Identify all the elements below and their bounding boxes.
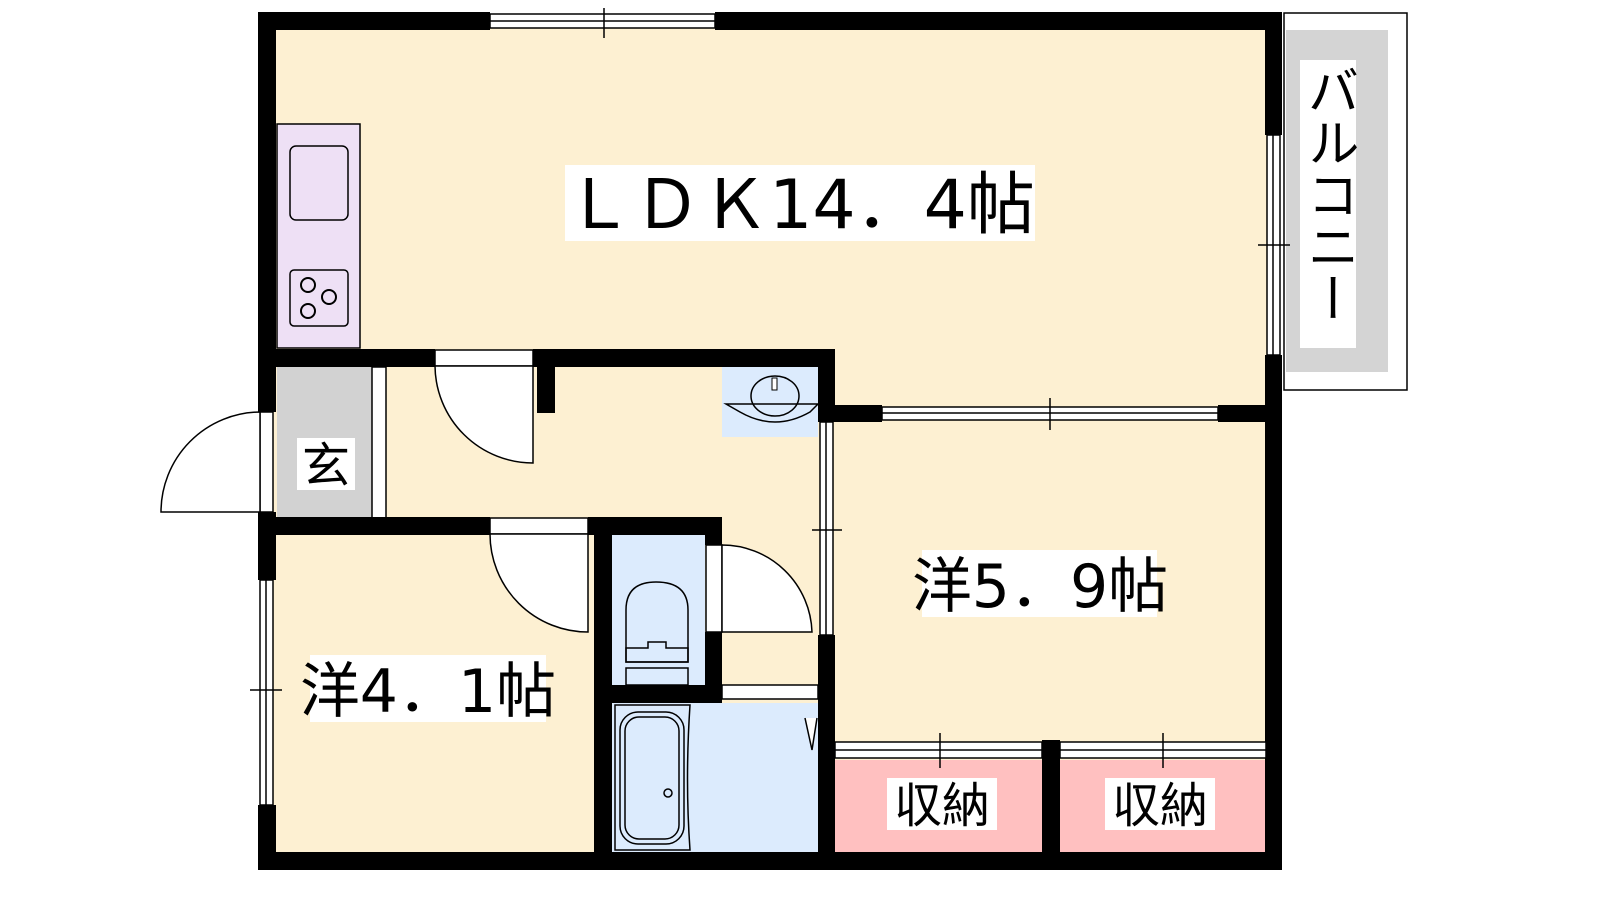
western-small-label: 洋4．1帖 <box>300 655 556 727</box>
room-label-storage-left: 収納 <box>894 778 990 834</box>
window-ldk-top <box>489 8 716 38</box>
room-label-western-large: 洋5．9帖 <box>912 552 1168 622</box>
door-small-bedroom <box>489 517 589 633</box>
stove-sink <box>289 145 349 221</box>
entrance-step <box>371 366 387 519</box>
sliding-door-storage-right <box>1059 733 1267 768</box>
door-ldk <box>434 349 534 464</box>
window-small-bedroom <box>250 579 282 806</box>
ldk-label: ＬＤＫ14．4帖 <box>565 165 1035 245</box>
door-toilet <box>705 544 813 633</box>
room-label-ldk: ＬＤＫ14．4帖 <box>565 166 1035 245</box>
bath-folding-door <box>804 717 818 751</box>
bathroom-floor <box>612 703 818 852</box>
bath-door-rail <box>721 684 819 700</box>
room-label-balcony: バルコニー <box>1298 64 1358 324</box>
washbasin-area <box>722 367 818 437</box>
entrance-label: 玄 <box>297 438 355 494</box>
window-balcony <box>1258 134 1290 356</box>
room-label-storage-right: 収納 <box>1112 778 1208 834</box>
room-label-western-small: 洋4．1帖 <box>300 657 556 727</box>
door-entrance <box>160 411 274 513</box>
kitchen-counter <box>276 123 361 349</box>
bathtub-icon <box>614 704 691 851</box>
window-ldk-bedroom <box>881 398 1219 430</box>
balcony-label: バルコニー <box>1298 60 1358 348</box>
storage-right-label: 収納 <box>1105 778 1215 834</box>
walls <box>258 12 1282 870</box>
sliding-door-storage-left <box>834 733 1043 768</box>
sliding-door-hall-bedroom <box>812 421 842 636</box>
storage-left-label: 収納 <box>887 778 997 834</box>
washbasin-icon <box>723 375 820 423</box>
western-large-label: 洋5．9帖 <box>912 550 1168 622</box>
room-label-entrance: 玄 <box>302 438 350 494</box>
stove-burner-icon <box>289 269 349 327</box>
toilet-room-floor <box>612 535 705 685</box>
